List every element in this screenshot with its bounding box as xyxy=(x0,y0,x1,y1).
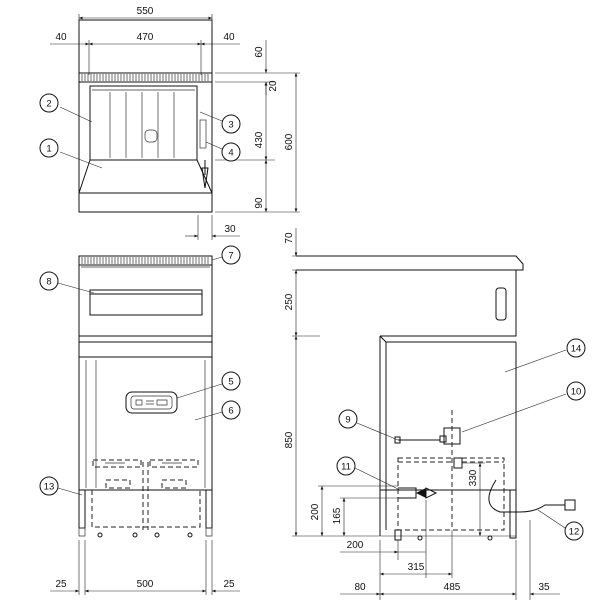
dim-200-horiz: 200 xyxy=(347,540,364,551)
dim-600: 600 xyxy=(284,133,295,150)
front-view: 25 500 25 xyxy=(50,255,240,595)
side-handle xyxy=(495,287,507,321)
dim-35: 35 xyxy=(538,582,550,593)
callout-6: 6 xyxy=(221,400,241,420)
svg-text:8: 8 xyxy=(46,277,51,288)
dim-60: 60 xyxy=(254,46,265,58)
dim-430: 430 xyxy=(254,131,265,148)
svg-text:9: 9 xyxy=(345,415,350,426)
front-leg-right xyxy=(205,489,213,529)
drain-outlet xyxy=(144,129,158,143)
callout-12: 12 xyxy=(564,521,584,541)
side-leg-rear xyxy=(509,489,517,539)
dim-front-right-25: 25 xyxy=(223,579,235,590)
dim-470: 470 xyxy=(137,32,154,43)
front-grille-bar xyxy=(78,255,213,266)
callout-13: 13 xyxy=(39,476,59,496)
svg-text:13: 13 xyxy=(44,482,55,493)
dim-330: 330 xyxy=(468,469,479,486)
dim-550: 550 xyxy=(137,6,154,17)
front-leg-left xyxy=(78,489,86,529)
side-upper xyxy=(380,270,517,337)
dim-20: 20 xyxy=(268,80,279,92)
fry-tank xyxy=(89,85,198,161)
plug xyxy=(564,499,576,511)
svg-text:3: 3 xyxy=(228,120,233,131)
side-top xyxy=(296,255,524,271)
top-grille-slots xyxy=(81,74,209,81)
control-box xyxy=(125,391,178,414)
callout-9: 9 xyxy=(338,409,358,429)
svg-text:7: 7 xyxy=(228,251,233,262)
dim-250: 250 xyxy=(284,293,295,310)
dim-70: 70 xyxy=(284,232,295,244)
svg-text:12: 12 xyxy=(569,527,580,538)
top-grille-bar xyxy=(78,72,213,83)
dim-left-40: 40 xyxy=(55,32,67,43)
dim-30: 30 xyxy=(224,224,236,235)
dim-850: 850 xyxy=(284,431,295,448)
svg-text:6: 6 xyxy=(228,406,233,417)
side-tank xyxy=(397,457,505,531)
heating-elements xyxy=(109,92,175,158)
dim-80: 80 xyxy=(354,582,366,593)
callout-5: 5 xyxy=(221,371,241,391)
callout-10: 10 xyxy=(566,381,586,401)
dim-90: 90 xyxy=(254,197,265,209)
svg-text:2: 2 xyxy=(46,99,51,110)
top-view: 550 470 40 40 60 20 430 90 600 30 xyxy=(50,6,300,240)
callout-3: 3 xyxy=(221,114,241,134)
callout-1: 1 xyxy=(39,138,59,158)
side-view: 70 250 850 200 165 330 200 315 80 485 35 xyxy=(284,228,576,600)
side-cabinet xyxy=(380,342,517,491)
side-leg-front xyxy=(394,529,402,541)
callout-2: 2 xyxy=(39,93,59,113)
callout-7: 7 xyxy=(221,245,241,265)
dim-165: 165 xyxy=(332,507,343,524)
callout-14: 14 xyxy=(566,338,586,358)
front-tank-panel xyxy=(89,289,203,316)
front-upper-body xyxy=(78,255,213,337)
callout-4: 4 xyxy=(221,142,241,162)
thermostat-probe xyxy=(199,119,207,149)
svg-text:5: 5 xyxy=(228,377,233,388)
power-cord xyxy=(488,479,565,513)
top-view-outline xyxy=(78,19,213,213)
dim-front-left-25: 25 xyxy=(55,579,67,590)
callouts: 1 2 3 4 5 6 7 8 9 10 11 12 13 14 xyxy=(39,93,586,541)
front-burners xyxy=(92,459,199,530)
dim-right-40: 40 xyxy=(223,32,235,43)
dim-200-vert: 200 xyxy=(310,503,321,520)
svg-text:14: 14 xyxy=(571,344,582,355)
dim-485: 485 xyxy=(444,582,461,593)
callout-11: 11 xyxy=(336,456,356,476)
svg-text:10: 10 xyxy=(571,387,582,398)
svg-text:4: 4 xyxy=(228,148,233,159)
svg-text:11: 11 xyxy=(341,462,351,473)
dim-front-500: 500 xyxy=(137,579,154,590)
dim-315: 315 xyxy=(408,562,425,573)
svg-text:1: 1 xyxy=(46,144,51,155)
callout-8: 8 xyxy=(39,271,59,291)
front-cabinet xyxy=(78,356,213,491)
